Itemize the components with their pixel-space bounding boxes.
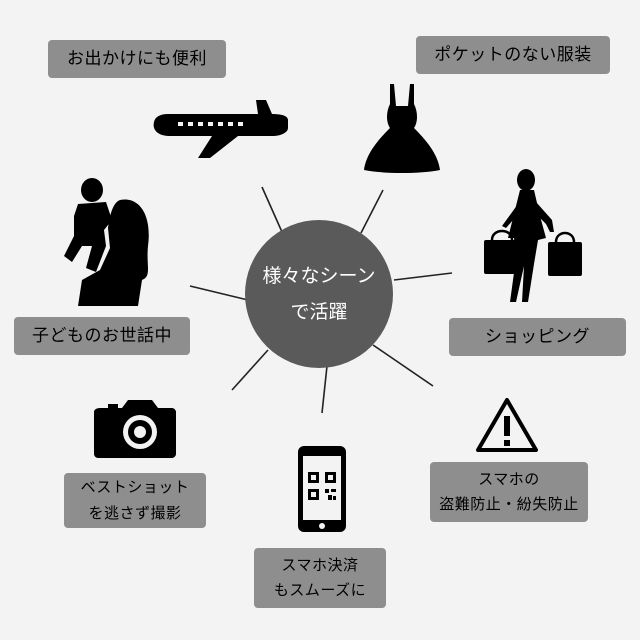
ray-bottom-right	[372, 344, 434, 387]
shopping-woman-icon	[484, 169, 582, 302]
label-theft: スマホの 盗難防止・紛失防止	[430, 462, 588, 522]
label-dress-text: ポケットのない服装	[434, 44, 592, 65]
label-childcare-text: 子どものお世話中	[32, 325, 172, 346]
label-payment: スマホ決済 もスムーズに	[254, 548, 386, 608]
warning-icon	[476, 398, 538, 452]
label-payment-line-1: スマホ決済	[281, 555, 359, 574]
label-payment-line-2: もスムーズに	[273, 581, 367, 599]
airplane-icon	[153, 100, 288, 158]
label-shopping: ショッピング	[449, 318, 626, 356]
dress-icon	[364, 84, 440, 173]
label-photo-line-1: ベストショット	[80, 478, 190, 496]
ray-top-right	[360, 189, 384, 234]
ray-bottom	[321, 365, 328, 414]
label-theft-line-2: 盗難防止・紛失防止	[439, 495, 579, 513]
ray-right	[393, 272, 453, 281]
camera-icon	[94, 400, 176, 458]
mother-child-icon	[64, 178, 149, 306]
label-theft-line-1: スマホの	[478, 469, 540, 488]
ray-top-left	[261, 186, 283, 233]
center-line-2: で活躍	[290, 301, 348, 323]
qr-code	[308, 472, 336, 500]
label-travel: お出かけにも便利	[48, 40, 226, 78]
ray-left	[189, 285, 249, 301]
ray-bottom-left	[231, 349, 269, 391]
center-circle: 様々なシーン で活躍	[245, 220, 393, 368]
label-dress: ポケットのない服装	[416, 36, 610, 74]
label-photo-line-2: を逃さず撮影	[88, 503, 182, 522]
label-shopping-text: ショッピング	[485, 326, 590, 347]
smartphone-qr-icon	[298, 446, 346, 532]
label-childcare: 子どものお世話中	[14, 317, 190, 355]
center-line-1: 様々なシーン	[262, 264, 376, 287]
label-travel-text: お出かけにも便利	[67, 48, 207, 69]
label-photo: ベストショット を逃さず撮影	[64, 473, 206, 528]
